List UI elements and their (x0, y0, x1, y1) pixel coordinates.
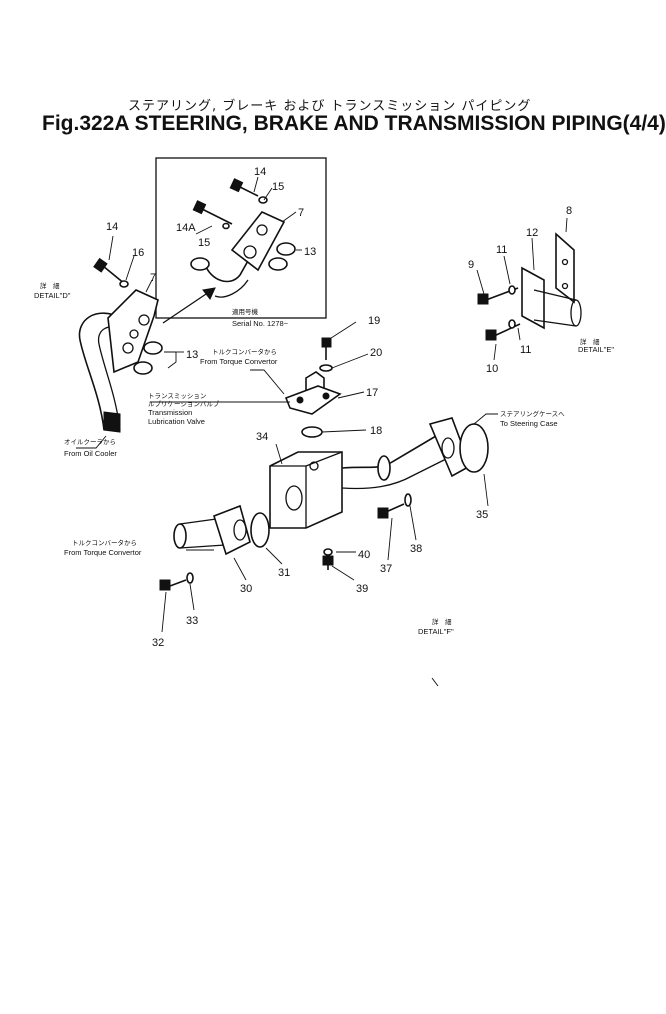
oil-cooler-label: From Oil Cooler (64, 449, 117, 458)
torque-left-jp: トルクコンバータから (72, 538, 137, 547)
detail-d: 14 16 7 13 詳 細 DETAIL"D" (34, 221, 198, 433)
callout-13-inset: 13 (304, 246, 316, 258)
valve-17-flange (284, 385, 342, 415)
callout-31: 31 (278, 567, 290, 579)
callout-17: 17 (366, 387, 378, 399)
callout-10: 10 (486, 363, 498, 375)
detail-d-label: DETAIL"D" (34, 291, 71, 300)
lube-jp-2: ルブリケーションバルブ (148, 399, 220, 408)
detail-f-label: DETAIL"F" (418, 627, 454, 636)
detail-d-oring-a (143, 341, 163, 355)
callout-32: 32 (152, 637, 164, 649)
callout-33: 33 (186, 615, 198, 627)
inset-flange-port (243, 245, 257, 259)
callout-18: 18 (370, 425, 382, 437)
detail-e-clamp-12 (521, 266, 545, 330)
pipe-35-lower (341, 457, 449, 490)
washer-40 (323, 548, 333, 556)
inset-oring-a (276, 242, 296, 256)
fitting-19-head (321, 337, 332, 348)
serial-label: Serial No. 1278~ (232, 319, 289, 328)
detail-e: 8 12 11 9 11 10 詳 細 DETAIL"E" (468, 205, 614, 375)
callout-7-inset: 7 (298, 207, 304, 219)
detail-d-oring-b (133, 361, 153, 375)
oring-18 (301, 426, 323, 438)
callout-19: 19 (368, 315, 380, 327)
callout-39: 39 (356, 583, 368, 595)
callout-15b-inset: 15 (198, 237, 210, 249)
callout-9: 9 (468, 259, 474, 271)
callout-14-inset: 14 (254, 166, 266, 178)
torque-top-label: From Torque Convertor (200, 357, 278, 366)
washer-20 (319, 364, 333, 372)
inset-arrow-head (202, 287, 216, 300)
lube-jp-1: トランスミッション (148, 392, 206, 400)
callout-12: 12 (526, 227, 538, 239)
exploded-diagram: 14 15 7 14A 15 13 適用号機 Serial No. 1278~ (34, 157, 614, 687)
title-english: Fig.322A STEERING, BRAKE AND TRANSMISSIO… (42, 112, 666, 135)
inset-oring-b (268, 257, 288, 271)
parts-diagram-page: ステアリング, ブレーキ および トランスミッション パイピング Fig.322… (34, 99, 666, 687)
detail-e-pipe (533, 289, 577, 327)
callout-11-a: 11 (496, 244, 507, 256)
oring-steering (459, 423, 489, 473)
lube-en-1: Transmission (148, 408, 192, 417)
detail-e-bolt-10-head (485, 329, 497, 341)
detail-d-jp: 詳 細 (40, 281, 60, 290)
detail-e-jp: 詳 細 (580, 337, 600, 346)
callout-14a-inset: 14A (176, 222, 196, 234)
steer-jp: ステアリングケースへ (500, 409, 565, 418)
callout-30: 30 (240, 583, 252, 595)
callout-13-detail: 13 (186, 349, 198, 361)
callout-38: 38 (410, 543, 422, 555)
detail-e-label: DETAIL"E" (578, 345, 614, 354)
callout-11-b: 11 (520, 344, 531, 356)
title-japanese: ステアリング, ブレーキ および トランスミッション パイピング (128, 99, 532, 114)
detail-d-pipe-tip (103, 411, 121, 433)
callout-8: 8 (566, 205, 572, 217)
callout-14-detail: 14 (106, 221, 118, 233)
oil-cooler-jp: オイルクーラから (64, 438, 116, 446)
flange-30 (213, 504, 251, 556)
inset-bolt-14a (199, 207, 233, 225)
inset-bolt-14 (237, 185, 259, 197)
callout-15-inset: 15 (272, 181, 284, 193)
detail-e-bolt-9-head (477, 293, 489, 305)
torque-top-jp: トルクコンバータから (212, 347, 277, 356)
detail-f: 19 20 17 18 34 35 31 30 40 38 37 39 33 3… (64, 315, 565, 649)
detail-e-bolt-10 (493, 323, 521, 337)
stray-mark (431, 677, 439, 687)
lube-en-2: Lubrication Valve (148, 417, 205, 426)
detail-d-washer (119, 280, 129, 288)
inset-pipe-end (190, 257, 210, 271)
inset-washer-15b (222, 222, 230, 230)
callout-16-detail: 16 (132, 247, 144, 259)
inset-bolt-head (229, 178, 244, 193)
callout-34: 34 (256, 431, 268, 443)
inset-flange-hole (256, 224, 268, 236)
inset-bolt-head-b (192, 200, 207, 215)
callout-40: 40 (358, 549, 370, 561)
inset-box: 14 15 7 14A 15 13 (155, 157, 327, 319)
steer-label: To Steering Case (500, 419, 558, 428)
detail-f-jp: 詳 細 (432, 617, 452, 626)
serial-jp: 適用号機 (232, 307, 259, 316)
torque-left-label: From Torque Convertor (64, 548, 142, 557)
detail-d-flange (107, 289, 159, 374)
detail-e-bracket-8 (555, 232, 575, 304)
bolt-37 (385, 503, 405, 513)
inset-frame (155, 157, 327, 319)
callout-20: 20 (370, 347, 382, 359)
pipe-35-upper (341, 435, 437, 469)
callout-7-detail: 7 (150, 272, 156, 284)
callout-35: 35 (476, 509, 488, 521)
oring-31 (250, 512, 270, 548)
washer-38 (404, 493, 412, 507)
bolt-32 (169, 579, 187, 587)
inset-pipe-lower (214, 279, 249, 298)
callout-37: 37 (380, 563, 392, 575)
washer-33 (186, 572, 194, 584)
